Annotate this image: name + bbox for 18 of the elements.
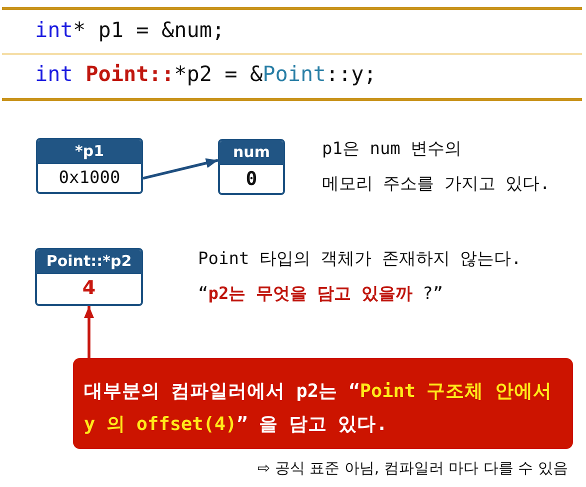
note-text: p1은 num 변수의 메모리 주소를 가지고 있다. [322,138,550,196]
arrow [84,306,94,358]
question-text: “p2는 무엇을 담고 있을까 ?” [198,283,444,306]
variable-value: 4 [37,273,141,303]
note-text: Point 타입의 객체가 존재하지 않는다. [198,248,522,271]
variable-box [36,138,143,194]
arrow [142,158,218,180]
variable-value: 0 [220,164,283,193]
variable-name: *p1 [38,140,141,163]
footnote-text: ⇨ 공식 표준 아님, 컴파일러 마다 다를 수 있음 [258,458,568,479]
code-line: int* p1 = &num; [35,17,225,43]
variable-box [218,139,285,195]
callout-box: 대부분의 컴파일러에서 p2는 “Point 구조체 안에서 y 의 offset(4)” 을 담고 있다. [73,358,573,449]
code-line: int Point::*p2 = &Point::y; [35,61,376,87]
variable-name: num [220,141,283,164]
variable-value: 0x1000 [38,163,141,192]
variable-box [35,248,143,306]
variable-name: Point::*p2 [37,250,141,273]
